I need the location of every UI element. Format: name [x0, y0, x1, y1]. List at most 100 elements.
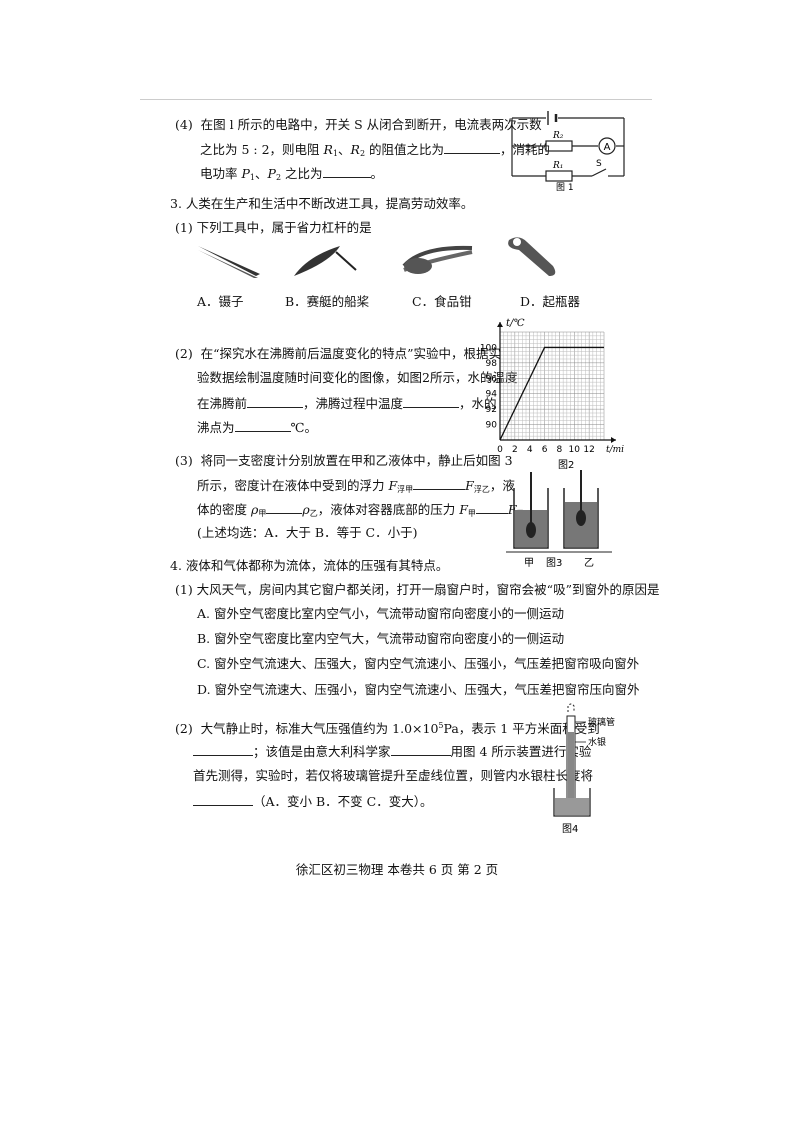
x-axis-arrow: [611, 437, 616, 443]
q3-2-line4: 沸点为℃。: [197, 419, 317, 436]
q4-option-b[interactable]: B. 窗外空气密度比室内空气大，气流带动窗帘向密度小的一侧运动: [197, 631, 565, 646]
r1-symbol: R: [323, 142, 333, 157]
exponent: 5: [438, 721, 444, 730]
figure4-torricelli: 玻璃管 水银 图4: [553, 703, 615, 835]
f-symbol: F: [459, 502, 468, 517]
q3-2-text3b: ，沸腾过程中温度: [303, 396, 404, 411]
answer-blank[interactable]: [413, 477, 466, 490]
q3-3-line1: (3) 将同一支密度计分别放置在甲和乙液体中，静止后如图 3: [175, 453, 513, 469]
figure3-hydrometers: 甲 图3 乙: [506, 470, 612, 569]
figure1-circuit: A R₂ R₁ S 图 1: [511, 111, 625, 192]
q4-option-a[interactable]: A. 窗外空气密度比室内空气小，气流带动窗帘向密度小的一侧运动: [197, 606, 564, 621]
answer-blank[interactable]: [247, 395, 304, 408]
q3-2-text2: 验数据绘制温度随时间变化的图像，如图2所示，水的温度: [197, 370, 518, 385]
q3-2-line3: 在沸腾前，沸腾过程中温度，水的: [197, 395, 497, 412]
figure4-caption: 图4: [562, 823, 578, 835]
q2-4-text3c: 。: [370, 166, 384, 181]
sep2: 、: [255, 166, 268, 181]
f-symbol: F: [388, 478, 398, 493]
q3-3-text3b: ，液体对容器底部的压力: [317, 502, 460, 517]
food-tongs-icon: [402, 245, 473, 274]
answer-blank[interactable]: [266, 501, 303, 514]
glass-tube-label: 玻璃管: [588, 716, 615, 728]
top-rule: [140, 99, 652, 100]
answer-blank[interactable]: [390, 743, 451, 756]
q4-2-line4: （A．变小 B．不变 C．变大）。: [193, 793, 432, 810]
y-axis-arrow: [497, 322, 503, 327]
figure3-jia-label: 甲: [524, 558, 534, 569]
q3-option-d[interactable]: D．起瓶器: [520, 294, 581, 309]
q3-option-c[interactable]: C．食品钳: [412, 294, 472, 309]
answer-blank[interactable]: [475, 501, 508, 514]
figure3-caption: 图3: [546, 557, 562, 569]
figure2-caption: 图2: [558, 459, 574, 471]
q3-2-text4a: 沸点为: [197, 420, 235, 435]
q2-4-text3a: 电功率: [200, 166, 242, 181]
p1-sub: 1: [249, 173, 255, 182]
rho-symbol: ρ: [302, 502, 310, 517]
force-jia-sub: 甲: [467, 509, 476, 518]
q2-4-text2a: 之比为 5 : 2，则电阻: [200, 142, 324, 157]
q4-header: 4. 液体和气体都称为流体，流体的压强有其特点。: [170, 558, 449, 573]
y-tick-label: 96: [486, 374, 498, 384]
f-jia-sub: 浮甲: [397, 485, 414, 494]
q4-option-c[interactable]: C. 窗外空气流速大、压强大，窗内空气流速小、压强小，气压差把窗帘吸向窗外: [197, 656, 640, 671]
temperature-line: [499, 346, 604, 441]
answer-blank[interactable]: [193, 743, 253, 756]
q3-option-b[interactable]: B．赛艇的船桨: [285, 294, 370, 309]
q3-3-text2b: ，液: [489, 478, 515, 493]
chart-axes: [497, 322, 616, 443]
x-tick-label: 12: [583, 445, 594, 455]
q2-4-line3: 电功率 P1、P2 之比为。: [200, 165, 383, 186]
q3-3-choices: (上述均选：A．大于 B．等于 C．小于): [197, 525, 418, 540]
q4-2-text4: （A．变小 B．不变 C．变大）。: [253, 794, 433, 809]
figure1-caption: 图 1: [556, 182, 574, 192]
q3-2-line1: (2) 在“探究水在沸腾前后温度变化的特点”实验中，根据实: [175, 346, 501, 362]
mercury-label: 水银: [588, 736, 606, 748]
oar-icon: [294, 246, 357, 276]
q2-4-number: (4): [175, 117, 193, 132]
q3-option-a[interactable]: A．镊子: [197, 294, 244, 309]
q4-2-text3: 首先测得，实验时，若仅将玻璃管提升至虚线位置，则管内水银柱长度将: [193, 768, 594, 783]
rho-yi-sub: 乙: [309, 509, 318, 518]
answer-blank[interactable]: [403, 395, 460, 408]
q2-4-text3b: 之比为: [281, 166, 323, 181]
f-yi-sub: 浮乙: [473, 485, 490, 494]
answer-blank[interactable]: [193, 793, 253, 806]
q4-2-line1: (2) 大气静止时，标准大气压强值约为 1.0×105Pa，表示 1 平方米面积…: [175, 718, 600, 737]
y-tick-label: 98: [486, 359, 498, 369]
x-axis-label: t/min: [606, 445, 624, 455]
r2-sub: 2: [359, 149, 366, 158]
p2-symbol: P: [267, 166, 276, 181]
x-tick-label: 10: [569, 445, 581, 455]
q3-1-stem: (1) 下列工具中，属于省力杠杆的是: [175, 220, 372, 235]
answer-blank[interactable]: [444, 141, 501, 154]
answer-blank[interactable]: [234, 419, 291, 432]
p1-symbol: P: [241, 166, 250, 181]
y-tick-label: 92: [486, 405, 497, 415]
switch-label: S: [596, 159, 602, 169]
y-tick-label: 100: [480, 343, 497, 353]
x-tick-label: 6: [542, 445, 548, 455]
chart-grid: [499, 331, 605, 441]
q4-2-text1a: 大气静止时，标准大气压强值约为 1.0×10: [200, 721, 439, 737]
q3-3-number: (3): [175, 453, 193, 468]
sep1: 、: [338, 142, 351, 157]
r2-symbol: R: [350, 142, 360, 157]
answer-blank[interactable]: [322, 165, 371, 178]
q4-2-text2b: 用图 4 所示装置进行实验: [450, 744, 592, 759]
x-tick-label: 2: [512, 445, 518, 455]
x-tick-label: 8: [557, 445, 563, 455]
q4-option-d[interactable]: D. 窗外空气流速大、压强小，窗内空气流速小、压强大，气压差把窗帘压向窗外: [197, 682, 640, 697]
f-symbol: F: [465, 478, 474, 493]
rho-jia-sub: 甲: [258, 509, 267, 518]
y-tick-label: 94: [486, 390, 498, 400]
chart-series: [499, 346, 604, 441]
q4-2-number: (2): [175, 721, 193, 737]
figure3-yi-label: 乙: [584, 557, 594, 569]
q4-1-stem: (1) 大风天气，房间内其它窗户都关闭，打开一扇窗户时，窗帘会被“吸”到窗外的原…: [175, 582, 660, 597]
